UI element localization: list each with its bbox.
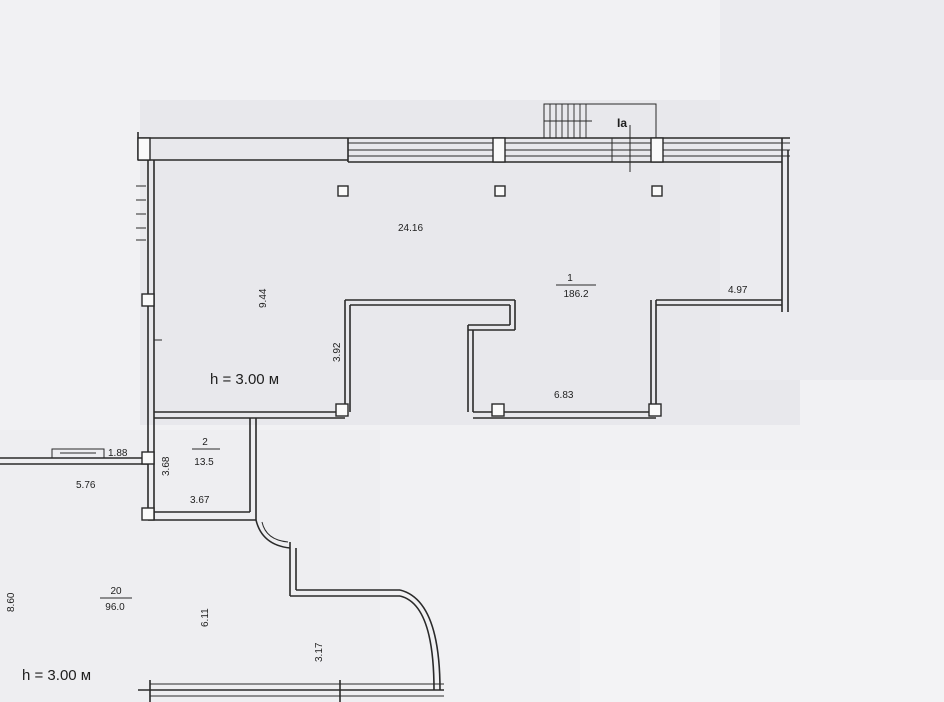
top-exterior-wall [137,132,790,163]
dim-corridor-height: 3.17 [314,642,325,662]
dim-right-step: 4.97 [728,285,748,296]
ceiling-height-top: h = 3.00 м [210,371,279,388]
dim-inner-width: 6.83 [554,390,574,401]
dim-inner-height: 3.92 [332,342,343,362]
columns [137,137,664,521]
svg-text:2: 2 [202,437,208,448]
room-label-1: 1 186.2 [556,273,596,300]
ceiling-height-bottom: h = 3.00 м [22,667,91,684]
stair-label: Ia [617,116,627,130]
dim-far-left-height: 8.60 [6,592,17,612]
room-20-walls [0,448,444,702]
room-2-walls [148,418,441,691]
svg-text:96.0: 96.0 [105,602,125,613]
dim-room20-height: 6.11 [200,608,211,627]
dim-left-width: 5.76 [76,480,96,491]
dim-left-small: 1.88 [108,448,128,459]
dim-room2-height: 3.68 [161,456,172,476]
room-label-2: 2 13.5 [192,437,220,468]
dim-top-width: 24.16 [398,223,423,234]
dim-left-height: 9.44 [258,288,269,308]
svg-text:1: 1 [567,273,573,284]
svg-text:20: 20 [110,586,122,597]
svg-text:13.5: 13.5 [194,457,214,468]
room-label-20: 20 96.0 [100,586,132,613]
left-wall-hatch [136,185,162,341]
svg-text:186.2: 186.2 [563,289,588,300]
stair-block: Ia [543,103,657,172]
dim-room2-width: 3.67 [190,495,210,506]
